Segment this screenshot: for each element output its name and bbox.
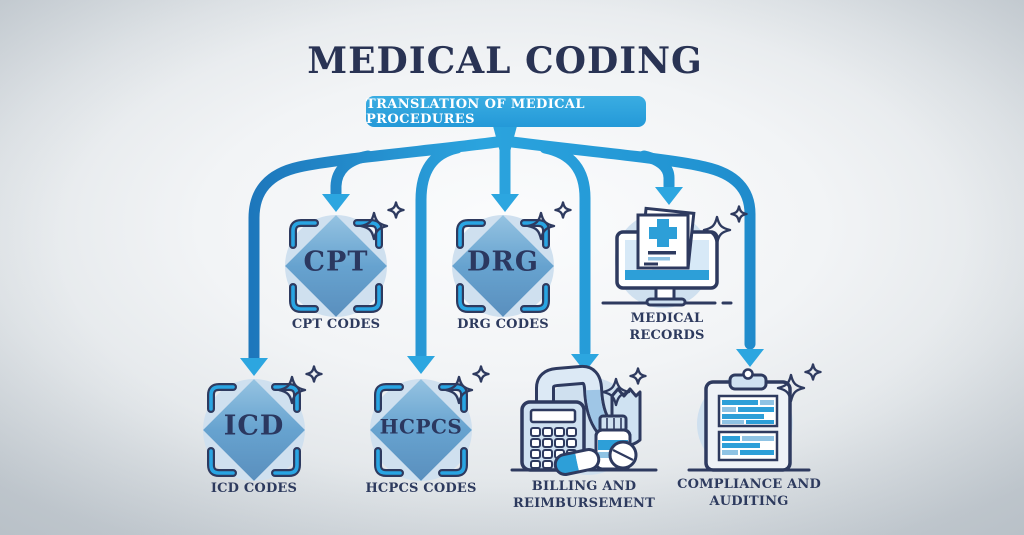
medical-records-label: MEDICAL RECORDS <box>629 311 705 343</box>
cpt-code-text: CPT <box>303 246 369 278</box>
arrowhead-medical-records <box>655 187 683 205</box>
sparkles-icon <box>601 367 647 407</box>
arrowhead-icd <box>240 358 268 376</box>
arrowhead-cpt <box>322 194 350 212</box>
sparkles-icon <box>526 201 572 241</box>
cpt-label: CPT CODES <box>291 317 381 332</box>
page-title: MEDICAL CODING <box>307 40 703 82</box>
node-compliance: COMPLIANCE AND AUDITING <box>677 362 822 511</box>
sparkles-icon <box>776 363 822 403</box>
sparkles-icon <box>359 201 405 241</box>
drg-label: DRG CODES <box>457 317 549 332</box>
node-cpt: CPT CPT CODES <box>276 201 405 334</box>
branch-medrecords-line <box>638 150 675 192</box>
branch-hcpcs-line <box>415 142 463 362</box>
arrowhead-compliance <box>736 349 764 367</box>
cpt-code-badge-icon: CPT <box>276 201 405 322</box>
sparkles-icon <box>277 365 323 405</box>
audit-clipboard-checklist-icon <box>683 362 822 474</box>
sparkles-icon <box>702 205 748 245</box>
arrowhead-billing <box>571 354 599 372</box>
compliance-label: COMPLIANCE AND AUDITING <box>677 477 821 509</box>
sparkles-icon <box>444 365 490 405</box>
computer-with-medical-document-icon <box>599 200 748 308</box>
arrowhead-hcpcs <box>407 356 435 374</box>
trunk-flare <box>493 126 517 152</box>
arrowheads <box>240 187 764 376</box>
icd-label: ICD CODES <box>210 481 298 496</box>
hcpcs-code-text: HCPCS <box>379 414 463 439</box>
root-banner: TRANSLATION OF MEDICAL PROCEDURES <box>366 96 646 127</box>
icd-code-badge-icon: ICD <box>194 365 323 486</box>
branch-cpt-line <box>330 150 374 199</box>
billing-label: BILLING AND REIMBURSEMENT <box>512 479 656 511</box>
node-hcpcs: HCPCS HCPCS CODES <box>361 365 490 498</box>
node-billing: BILLING AND REIMBURSEMENT <box>508 364 660 513</box>
icd-code-text: ICD <box>223 410 285 442</box>
node-drg: DRG DRG CODES <box>443 201 572 334</box>
node-icd: ICD ICD CODES <box>194 365 323 498</box>
drg-code-text: DRG <box>467 246 539 278</box>
hcpcs-label: HCPCS CODES <box>365 481 477 496</box>
drg-code-badge-icon: DRG <box>443 201 572 322</box>
branch-billing-line <box>539 142 591 358</box>
arrowhead-drg <box>491 194 519 212</box>
calculator-receipt-medicine-icon <box>508 364 660 476</box>
node-medical-records: MEDICAL RECORDS <box>599 200 748 345</box>
hcpcs-code-badge-icon: HCPCS <box>361 365 490 486</box>
